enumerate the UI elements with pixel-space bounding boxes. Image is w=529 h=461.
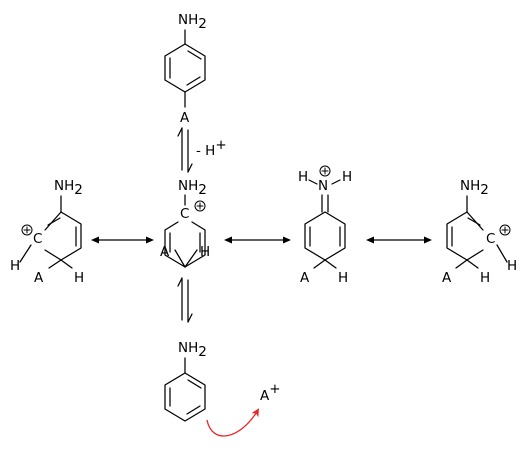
leaving-cation-label: A+ <box>260 381 281 404</box>
hydrogen-label: H <box>507 258 517 274</box>
amino-label: NH2 <box>178 340 207 360</box>
bond-to-a <box>313 259 326 269</box>
bond-to-h <box>324 259 337 269</box>
hydrogen-label: H <box>200 244 210 260</box>
curved-arrow-icon <box>206 408 260 437</box>
resonance-form-left: NH2 C H A H <box>10 178 84 286</box>
hydrogen-label: H <box>298 169 308 185</box>
ring-bonds <box>446 211 484 261</box>
resonance-form-right: NH2 C H A H <box>442 178 517 286</box>
bond-to-h <box>184 249 198 268</box>
positive-charge-icon <box>194 200 206 212</box>
bond-to-h <box>496 244 508 263</box>
bond-to-a <box>174 249 186 268</box>
substituent-a-label: A <box>300 270 310 286</box>
positive-charge-icon <box>21 224 33 236</box>
ring-bonds <box>164 221 206 268</box>
amino-label: NH2 <box>54 178 83 198</box>
carbocation-label: C <box>486 231 495 247</box>
bond-to-h <box>466 259 479 269</box>
bond-n-h <box>331 179 341 185</box>
hydrogen-label: H <box>74 270 84 286</box>
ring-bonds <box>304 211 346 261</box>
aromatic-double-bond <box>187 50 202 60</box>
amino-label: NH2 <box>178 178 207 198</box>
ring-bonds <box>466 211 484 231</box>
substituent-a-label: A <box>160 244 170 260</box>
resonance-arrow-icon <box>224 236 291 244</box>
double-bond <box>47 217 61 226</box>
equilibrium-arrow-top: - H+ <box>177 127 227 173</box>
bond-to-a <box>455 259 468 269</box>
hydrogen-label: H <box>480 270 490 286</box>
hydrogen-label: H <box>342 169 352 185</box>
substituent-a-label: A <box>180 110 190 126</box>
aniline-product: NH2 <box>164 340 207 422</box>
hydrogen-label: H <box>10 258 20 274</box>
positive-charge-icon <box>319 165 331 177</box>
nitrogen-label: N <box>318 178 328 194</box>
benzene-ring <box>164 43 206 93</box>
bond-to-h <box>19 244 32 263</box>
amino-label: NH2 <box>460 178 489 198</box>
bond-n-h <box>308 179 318 185</box>
aromatic-double-bond <box>187 379 202 389</box>
positive-charge-icon <box>499 224 511 236</box>
double-bond <box>467 217 481 226</box>
substituent-a-label: A <box>34 270 44 286</box>
para-substituted-aniline: NH2 A <box>164 12 207 126</box>
resonance-arrow-icon <box>91 236 154 244</box>
amino-label: NH2 <box>178 12 207 32</box>
equilibrium-arrow-bottom <box>177 277 193 323</box>
ring-bonds <box>44 211 82 261</box>
carbocation-label: C <box>180 206 189 222</box>
resonance-form-iminium: H N H A H <box>298 165 352 286</box>
carbocation-label: C <box>33 231 42 247</box>
aromatic-double-bond <box>186 405 201 415</box>
bond-to-a <box>48 259 62 269</box>
aromatic-double-bond <box>186 76 201 86</box>
substituent-a-label: A <box>442 270 452 286</box>
minus-proton-label: - H+ <box>196 137 227 159</box>
ipso-cation-center: NH2 C A H <box>160 178 210 268</box>
ring-bonds <box>44 211 62 231</box>
bond-to-h <box>60 259 73 269</box>
resonance-arrow-icon <box>366 236 432 244</box>
hydrogen-label: H <box>338 270 348 286</box>
benzene-ring <box>164 372 206 422</box>
